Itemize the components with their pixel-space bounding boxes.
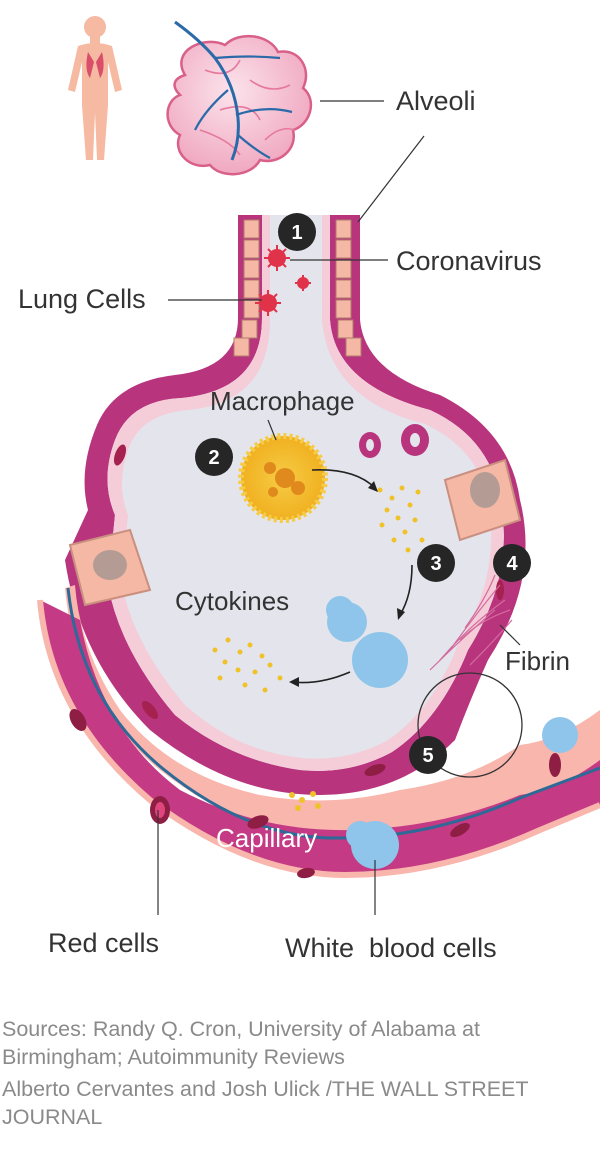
step-badge-1: 1: [278, 213, 316, 251]
svg-text:4: 4: [506, 553, 518, 575]
lung-cell-icon: [68, 458, 522, 607]
step-badge-2: 2: [195, 438, 233, 476]
label-macrophage: Macrophage: [210, 386, 355, 416]
leader-lines: [157, 100, 521, 915]
credits: Sources: Randy Q. Cron, University of Al…: [2, 1015, 592, 1135]
label-white-blood-cells: White blood cells: [285, 933, 497, 963]
label-capillary: Capillary: [216, 823, 317, 853]
label-cytokines: Cytokines: [175, 586, 289, 616]
human-body-icon: [68, 16, 122, 160]
coronavirus-icon: [255, 245, 311, 316]
sources-note: Sources: Randy Q. Cron, University of Al…: [2, 1017, 480, 1069]
cytokine-cluster: [212, 485, 425, 811]
label-coronavirus: Coronavirus: [396, 246, 542, 276]
label-red-cells: Red cells: [48, 928, 159, 958]
label-alveoli: Alveoli: [396, 86, 476, 116]
svg-text:2: 2: [208, 447, 219, 469]
fibrin-strands: [429, 574, 513, 671]
zoom-circle: [417, 672, 523, 778]
step-badge-3: 3: [417, 544, 455, 582]
white-blood-cell-icon: [326, 596, 578, 869]
label-lung-cells: Lung Cells: [18, 284, 146, 314]
alveoli-cluster-icon: [166, 20, 313, 176]
label-fibrin: Fibrin: [505, 646, 570, 676]
svg-text:1: 1: [291, 222, 302, 244]
svg-text:5: 5: [422, 745, 433, 767]
red-blood-cell-icon: [359, 424, 429, 458]
alveolus-diagram: 1 2 3 4 5 Alveoli Coronavirus Lung Cells…: [18, 16, 600, 963]
byline: Alberto Cervantes and Josh Ulick /THE WA…: [2, 1077, 529, 1129]
svg-text:3: 3: [430, 553, 441, 575]
macrophage-icon: [238, 433, 328, 523]
step-badge-5: 5: [409, 736, 447, 774]
step-badge-4: 4: [493, 544, 531, 582]
